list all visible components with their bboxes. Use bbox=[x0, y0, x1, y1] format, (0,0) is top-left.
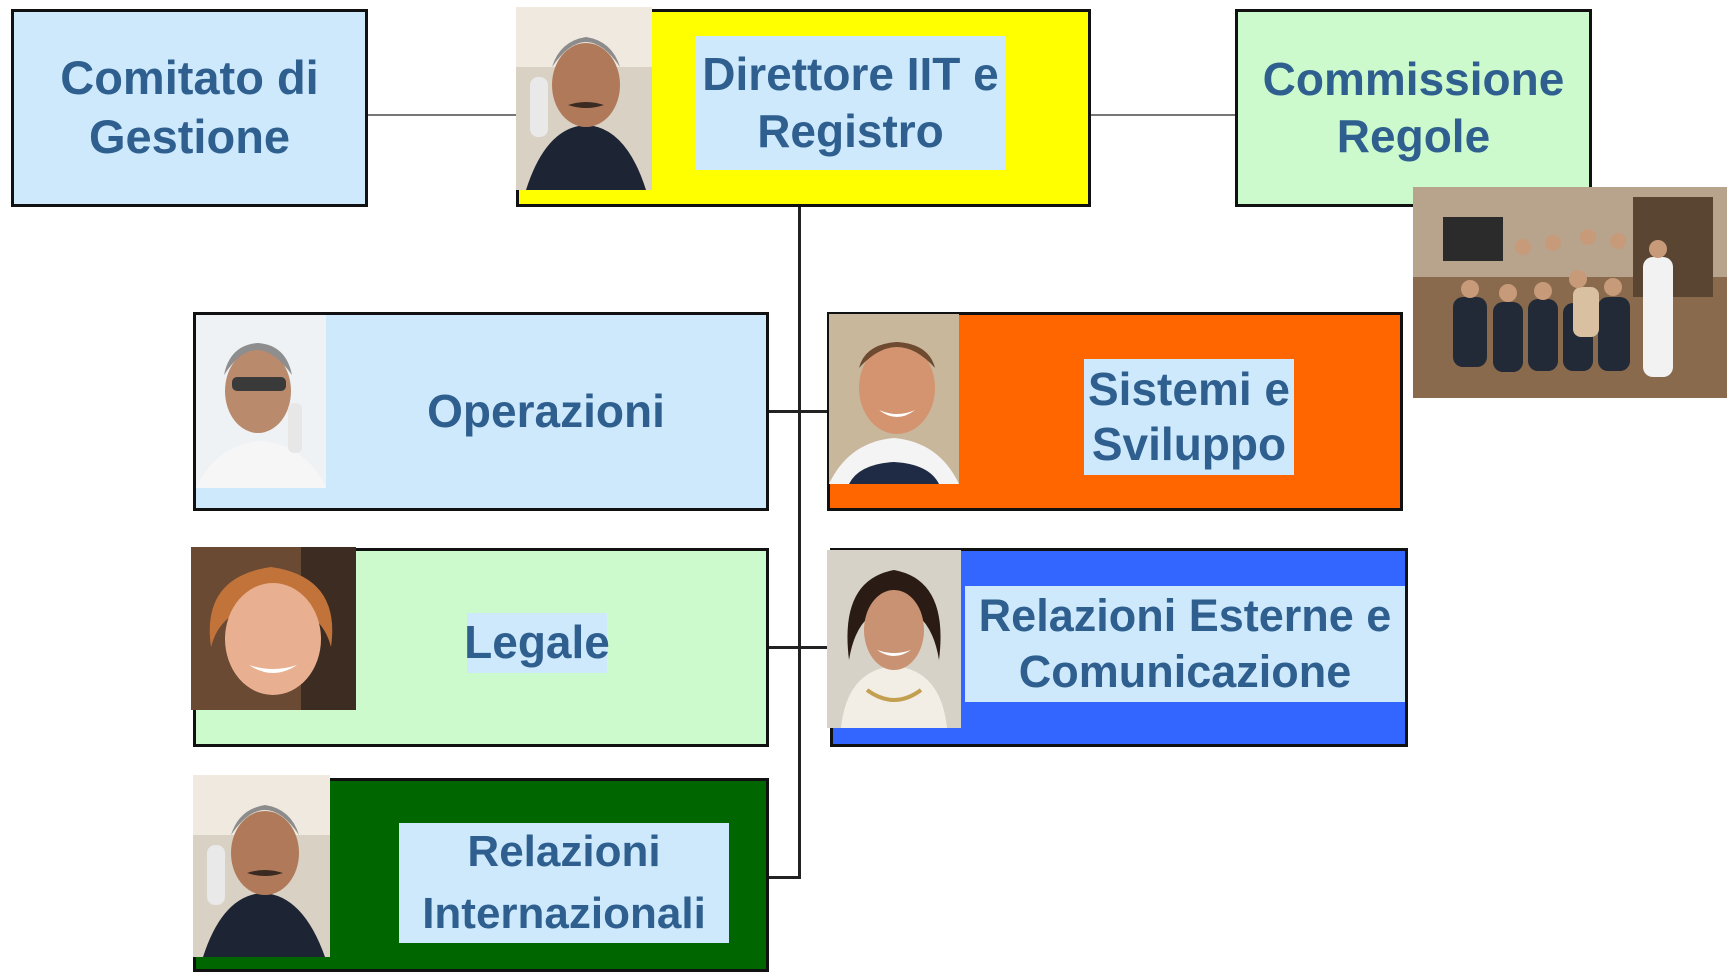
relazioni-esterne-photo bbox=[827, 550, 961, 728]
director-photo bbox=[516, 7, 652, 190]
connector-direttore-commissione bbox=[1089, 114, 1237, 116]
node-label: Direttore IIT e Registro bbox=[696, 36, 1005, 170]
connector-operazioni bbox=[767, 410, 801, 413]
relazioni-internazionali-photo bbox=[193, 775, 330, 957]
node-label: Sistemi e Sviluppo bbox=[1084, 359, 1294, 475]
node-commissione-regole: Commissione Regole bbox=[1235, 9, 1592, 207]
operazioni-photo bbox=[196, 315, 326, 488]
node-label: Comitato di Gestione bbox=[60, 51, 319, 163]
node-label: Legale bbox=[464, 613, 610, 673]
node-label: Relazioni Internazionali bbox=[399, 823, 729, 943]
node-label: Operazioni bbox=[427, 384, 665, 437]
connector-sistemi bbox=[798, 410, 828, 413]
connector-relazioni-esterne bbox=[798, 646, 832, 649]
node-label: Commissione Regole bbox=[1262, 52, 1565, 163]
connector-comitato-direttore bbox=[366, 114, 518, 116]
commissione-group-photo bbox=[1413, 187, 1727, 398]
sistemi-photo bbox=[829, 314, 959, 484]
connector-relazioni-internazionali bbox=[767, 876, 801, 879]
connector-trunk bbox=[798, 206, 801, 879]
node-label: Relazioni Esterne e Comunicazione bbox=[965, 586, 1405, 702]
connector-legale bbox=[767, 646, 801, 649]
legale-photo bbox=[191, 547, 356, 710]
node-comitato-di-gestione: Comitato di Gestione bbox=[11, 9, 368, 207]
